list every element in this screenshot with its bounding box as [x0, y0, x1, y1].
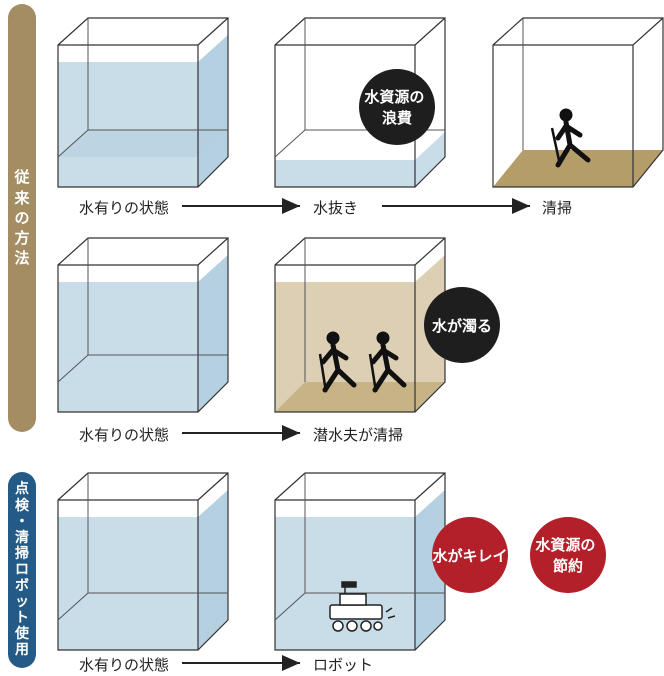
row2-step1-label: 水有りの状態 — [79, 426, 169, 444]
robot-method-label-char: 清 — [15, 529, 29, 546]
robot-method-label-char: 使 — [15, 626, 29, 643]
robot-method-label-char: 検 — [15, 497, 29, 514]
row1-step1-label: 水有りの状態 — [79, 199, 169, 217]
robot-icon — [329, 581, 396, 632]
robot-method-label-char: ・ — [15, 513, 29, 530]
robot-method-label-char: ロ — [15, 561, 29, 578]
traditional-method-label-char: の — [14, 208, 30, 227]
robot-method-label-char: 点 — [15, 481, 29, 498]
bubble-clean-water-text: 水がキレイ — [432, 547, 507, 565]
robot-method-label-char: 用 — [15, 642, 29, 659]
diver-icon — [318, 331, 407, 393]
row1-step2-label: 水抜き — [313, 199, 358, 217]
tank-row1-full — [57, 17, 229, 188]
row1-step3-label: 清掃 — [542, 199, 572, 217]
row2-step2-label: 潜水夫が清掃 — [313, 426, 403, 444]
tank-row2-murky — [274, 237, 446, 413]
traditional-method-label-char: 方 — [14, 229, 30, 248]
tank-row2-full — [57, 237, 229, 413]
bubble-waste-water-text: 水資源の 浪費 — [364, 88, 429, 127]
tank-row1-cleaning — [492, 17, 664, 188]
tank-row3-robot — [274, 472, 446, 651]
robot-method-label-char: ボ — [15, 578, 29, 595]
traditional-method-label-char: 法 — [14, 249, 30, 268]
bubble-waste-water — [359, 69, 435, 145]
bubble-murky-water — [424, 287, 500, 363]
row3-step2-label: ロボット — [313, 656, 373, 674]
row3-step1-label: 水有りの状態 — [79, 656, 169, 674]
traditional-method-label-char: 来 — [14, 188, 30, 207]
tank-row3-full — [57, 472, 229, 651]
traditional-method-label-char: 従 — [14, 168, 30, 187]
bubble-save-water — [530, 517, 606, 593]
tank-row1-drained — [274, 17, 446, 188]
bubble-save-water-text: 水資源の 節約 — [535, 536, 600, 575]
robot-method-label-char: ト — [15, 610, 29, 627]
worker-icon — [550, 108, 591, 168]
bubble-murky-water-text: 水が濁る — [432, 317, 492, 335]
robot-method-label-char: ッ — [15, 594, 29, 611]
robot-method-label-char: 掃 — [15, 545, 29, 562]
traditional-method-tab: 従来の方法 — [8, 4, 36, 432]
bubble-clean-water — [432, 517, 508, 593]
robot-method-tab: 点検・清掃ロボット使用 — [8, 472, 36, 668]
